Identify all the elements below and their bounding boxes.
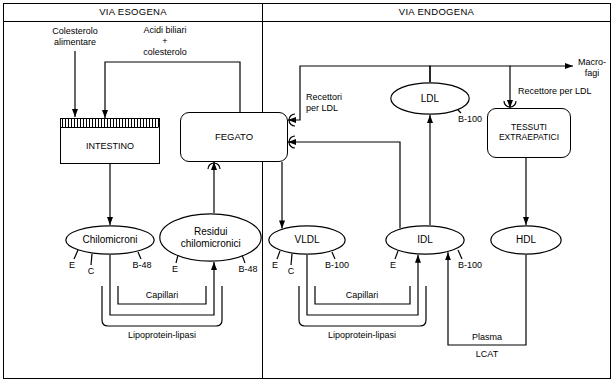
apoprotein-tick [176,255,178,263]
apoprotein-label: B-100 [457,114,483,125]
apoprotein-tick [332,252,335,259]
apoprotein-label: E [271,260,279,271]
node-label: TESSUTI EXTRAEPATICI [493,123,565,143]
apoprotein-tick [395,251,398,259]
connector-arrow [448,252,526,345]
lipoprotein-ellipse: VLDL [268,225,346,255]
ellipse-shape [386,226,464,254]
ellipse-shape [391,83,469,114]
apoprotein-label: B-100 [324,260,350,271]
panel-heading: VIA ENDOGENA [262,3,611,22]
capillary-tube [315,286,410,304]
villi-lines [61,119,159,128]
enzyme-label: Lipoprotein-lipasi [127,330,197,341]
apoprotein-label: C [287,266,296,277]
connector-arrow [213,162,214,213]
lipoprotein-ellipse: IDL [385,225,465,255]
enzyme-label: LCAT [475,349,499,360]
apoprotein-tick [458,250,462,259]
node-label: LDL [421,93,439,105]
enzyme-label: Lipoprotein-lipasi [327,330,397,341]
connector-arrow [109,164,110,225]
apoprotein-label: C [87,266,96,277]
apoprotein-tick [91,254,92,265]
ellipse-shape [269,226,345,254]
capillary-tube [102,286,222,326]
input-label: Colesterolo alimentare [45,26,105,48]
apoprotein-tick [291,254,292,265]
villi-symbol [61,119,159,129]
ellipse-shape [491,226,561,254]
organ-box: FEGATO [180,112,288,162]
lipoprotein-ellipse: Chilomicroni [65,225,155,255]
receptor-label: Recettore per LDL [517,86,593,97]
node-label: IDL [417,234,433,246]
ellipse-shape [66,226,154,254]
lipoprotein-ellipse: HDL [490,225,562,255]
node-label: VLDL [294,234,319,246]
edge-label: Acidi biliari + colesterolo [141,25,189,58]
apoprotein-tick [458,110,461,113]
capillary-label: Capillari [145,290,180,301]
apoprotein-label: B-48 [237,264,258,275]
connector-arrow [525,158,526,225]
node-label: Chilomicroni [82,234,137,246]
apoprotein-label: E [171,264,179,275]
apoprotein-label: E [389,260,397,271]
apoprotein-tick [277,251,280,259]
connector-arrow [110,255,214,315]
capillary-label: Capillari [345,290,380,301]
lipoprotein-ellipse: LDL [390,82,470,115]
node-label: Residui chilomicronici [176,226,246,249]
apoprotein-label: B-48 [131,260,152,271]
capillary-tube [299,286,426,326]
target-label: Macro-fagi [576,57,608,79]
node-label: HDL [516,234,536,246]
connector-arrow [307,255,418,315]
connector-arrow [281,162,282,228]
pathway-panel: VIA ENDOGENA LDL TESSUTI EXTRAEPATICI VLDL I… [262,3,611,379]
macrophage-arrow [510,65,573,66]
ellipse-shape [160,214,261,261]
lipoprotein-ellipse: Residui chilomicronici [159,213,262,262]
panel-heading: VIA ESOGENA [3,3,263,22]
organ-box: INTESTINO [60,118,160,164]
edge-label: Plasma [471,332,503,343]
tissue-box: TESSUTI EXTRAEPATICI [487,108,571,158]
connector-arrow [105,62,240,118]
connector-arrow [429,115,430,225]
connector-arrow [288,142,400,228]
pathway-panel: VIA ESOGENA INTESTINO Chilomicroni Residui … [3,3,263,379]
apoprotein-label: B-100 [457,260,483,271]
apoprotein-label: E [68,260,76,271]
node-label: FEGATO [215,132,253,143]
receptor-label: Recettori per LDL [305,92,351,114]
intake-arrow [74,51,75,117]
apoprotein-tick [74,250,78,259]
apoprotein-tick [138,252,141,259]
node-label: INTESTINO [86,141,134,151]
capillary-tube [118,286,206,304]
